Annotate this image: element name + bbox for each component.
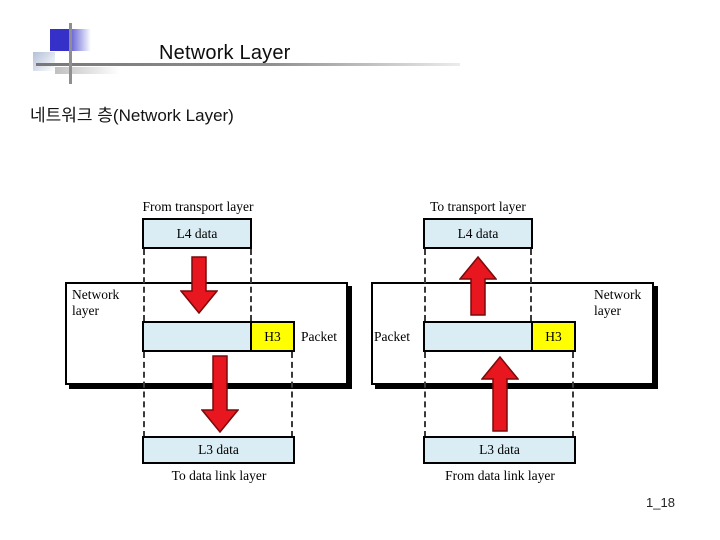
dashed-line <box>143 352 145 437</box>
l3-data-box-right: L3 data <box>423 436 576 464</box>
packet-label-right: Packet <box>374 329 410 344</box>
down-arrow-icon <box>180 256 218 314</box>
dashed-line <box>250 249 252 321</box>
page-number: 1_18 <box>646 495 675 510</box>
h3-header-box-right: H3 <box>531 321 576 352</box>
dashed-line <box>424 249 426 321</box>
logo-gray-square <box>33 52 55 71</box>
down-arrow-icon <box>201 355 239 433</box>
title-rule <box>36 63 460 66</box>
network-layer-label-left: Network layer <box>72 287 120 318</box>
slide-title: Network Layer <box>159 42 291 64</box>
l4-data-box-right: L4 data <box>423 218 533 249</box>
logo-gray-fade <box>55 67 120 74</box>
dashed-line <box>424 352 426 437</box>
dashed-line <box>572 352 574 437</box>
l3-data-box-left: L3 data <box>142 436 295 464</box>
packet-label-left: Packet <box>301 329 337 344</box>
from-transport-label: From transport layer <box>142 199 254 214</box>
dashed-line <box>530 249 532 321</box>
dashed-line <box>291 352 293 437</box>
logo-blue-square <box>50 29 71 51</box>
slide-subtitle: 네트워크 층(Network Layer) <box>30 106 234 125</box>
up-arrow-icon <box>459 256 497 316</box>
from-datalink-label: From data link layer <box>445 468 555 483</box>
packet-data-box-right <box>423 321 533 352</box>
to-datalink-label: To data link layer <box>171 468 267 483</box>
logo-blue-fade <box>71 29 91 51</box>
packet-data-box-left <box>142 321 252 352</box>
l4-data-box-left: L4 data <box>142 218 252 249</box>
network-layer-label-right: Network layer <box>594 287 642 318</box>
to-transport-label: To transport layer <box>430 199 526 214</box>
up-arrow-icon <box>481 356 519 432</box>
dashed-line <box>143 249 145 321</box>
logo-vertical-line <box>69 23 72 84</box>
h3-header-box-left: H3 <box>250 321 295 352</box>
